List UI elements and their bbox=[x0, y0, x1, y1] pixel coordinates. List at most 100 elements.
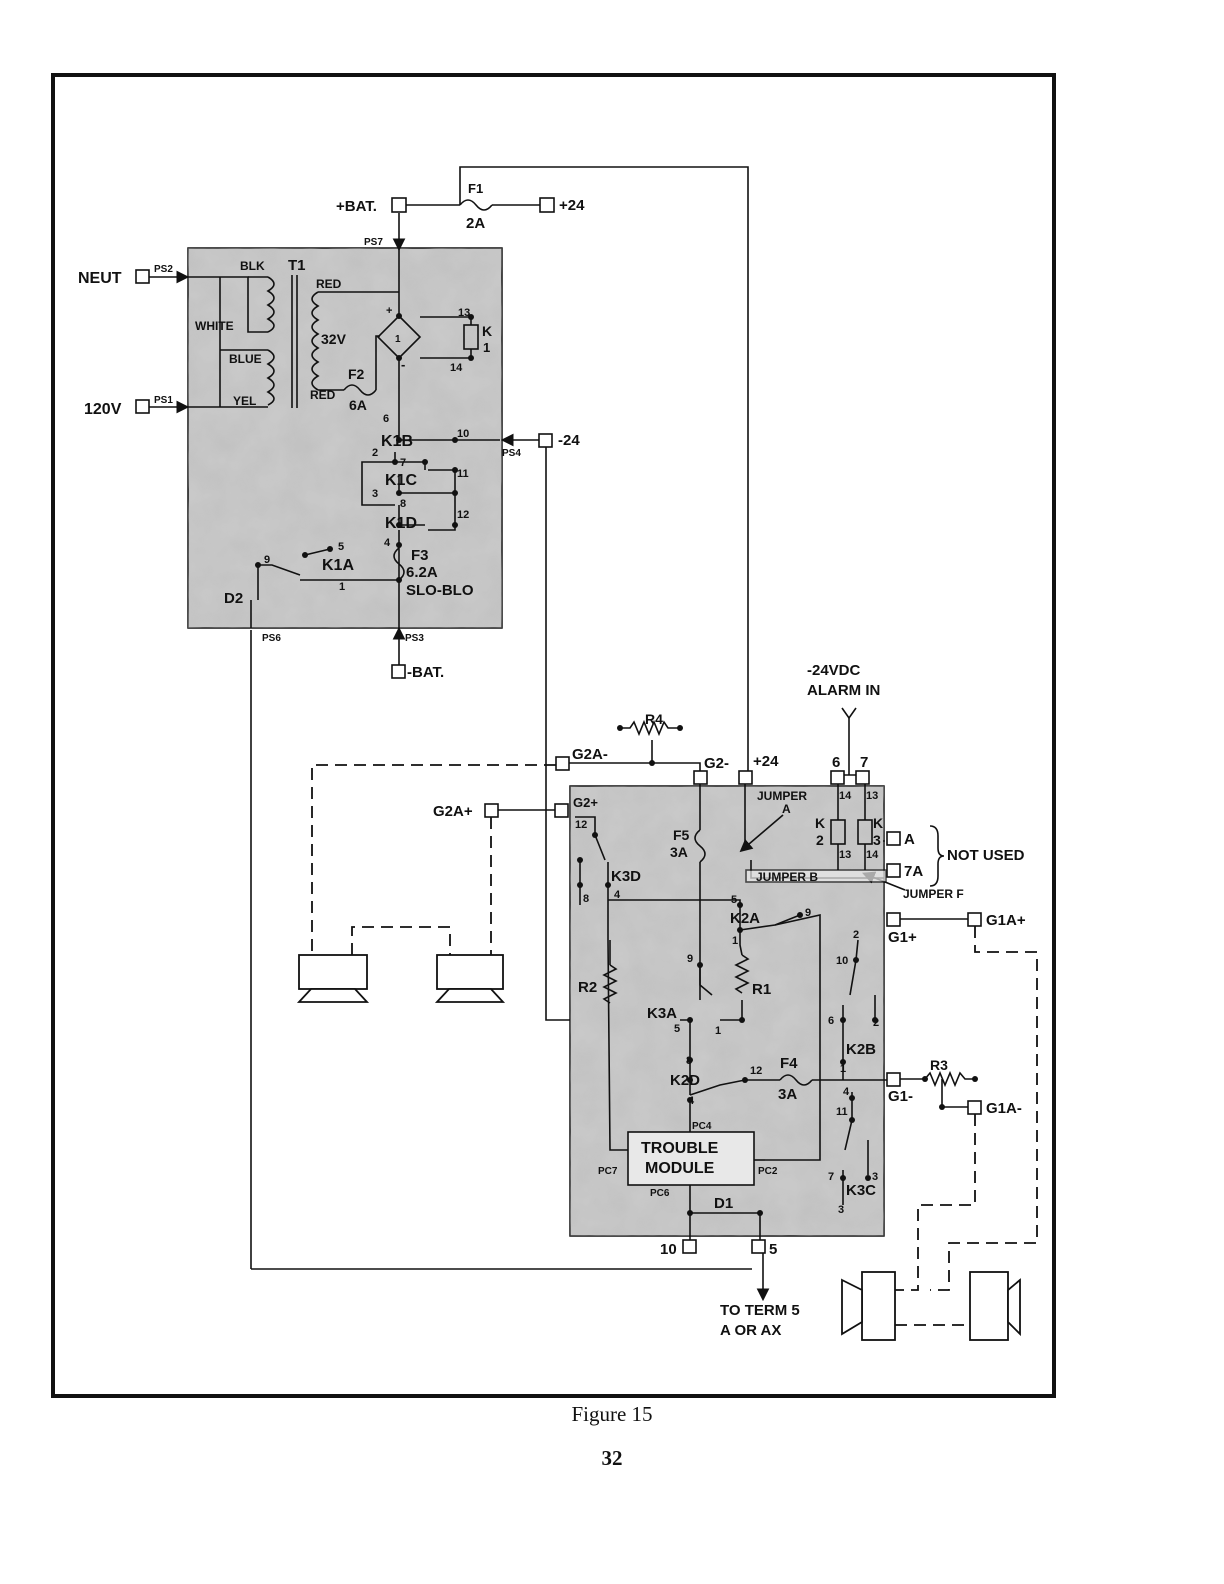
not-used-brace bbox=[929, 825, 945, 887]
ps6-label: PS6 bbox=[262, 633, 281, 644]
k1c-label: K1C bbox=[385, 472, 417, 489]
k3c-pin4: 4 bbox=[843, 1086, 850, 1098]
v120-terminal bbox=[135, 399, 150, 414]
ps2-label: PS2 bbox=[154, 264, 173, 275]
speaker-bottom-left bbox=[841, 1271, 896, 1341]
term10 bbox=[682, 1239, 697, 1254]
k2a-pin5: 5 bbox=[731, 894, 737, 906]
k-pin13: 13 bbox=[458, 307, 470, 319]
k2d-label: K2D bbox=[670, 1072, 700, 1089]
g1a-plus-terminal bbox=[967, 912, 982, 927]
yel-label: YEL bbox=[233, 394, 256, 408]
bat-neg-terminal bbox=[391, 664, 406, 679]
g2-minus-label: G2- bbox=[704, 755, 729, 772]
k2b-pin2: 2 bbox=[853, 929, 859, 941]
ac-input-wiring bbox=[149, 270, 190, 414]
bat-pos-terminal bbox=[391, 197, 407, 213]
k3a-label: K3A bbox=[647, 1005, 677, 1022]
bat-neg-label: -BAT. bbox=[407, 664, 444, 681]
k2-pin13: 13 bbox=[839, 849, 851, 861]
plus24-board-terminal bbox=[738, 770, 753, 785]
not-used-label: NOT USED bbox=[947, 847, 1025, 864]
k2b-pin1: 1 bbox=[840, 1063, 846, 1075]
pin12: 12 bbox=[457, 509, 469, 521]
k2-pin14: 14 bbox=[839, 790, 852, 802]
k2a-pin1: 1 bbox=[732, 935, 738, 947]
f4-rating: 3A bbox=[778, 1086, 797, 1103]
d2-label: D2 bbox=[224, 590, 243, 607]
term-7a bbox=[886, 863, 901, 878]
k1a-label: K1A bbox=[322, 557, 354, 574]
jumper-b-label: JUMPER B bbox=[756, 870, 818, 884]
term5 bbox=[751, 1239, 766, 1254]
k3c-pin11: 11 bbox=[836, 1106, 848, 1118]
to-term-line2: A OR AX bbox=[720, 1322, 781, 1339]
plus24-terminal bbox=[539, 197, 555, 213]
alarm-input bbox=[837, 707, 862, 776]
trouble-line2: MODULE bbox=[645, 1160, 715, 1177]
pin5: 5 bbox=[338, 541, 344, 553]
term5-label: 5 bbox=[769, 1241, 777, 1258]
jumpers-relays bbox=[739, 784, 906, 891]
k3d-pin12: 12 bbox=[575, 819, 587, 831]
k3-relay-num: 3 bbox=[873, 832, 881, 848]
alarm-in-line2: ALARM IN bbox=[807, 682, 880, 699]
relay-k-name: K bbox=[482, 323, 492, 339]
g2a-plus-label: G2A+ bbox=[433, 803, 473, 820]
speaker-right bbox=[434, 954, 506, 1003]
white-label: WHITE bbox=[195, 319, 234, 333]
k3-pin13: 13 bbox=[866, 790, 878, 802]
pin7: 7 bbox=[400, 457, 406, 469]
k3d-contacts bbox=[575, 816, 741, 1151]
ps7-label: PS7 bbox=[364, 237, 383, 248]
k2b-pin6: 6 bbox=[828, 1015, 834, 1027]
figure-frame bbox=[51, 73, 1056, 1398]
v120-label: 120V bbox=[84, 401, 122, 418]
g1-minus-terminal bbox=[886, 1072, 901, 1087]
page-number: 32 bbox=[601, 1446, 623, 1470]
g2a-minus-terminal bbox=[555, 756, 570, 771]
ps3-label: PS3 bbox=[405, 633, 424, 644]
r4-label: R4 bbox=[645, 711, 663, 727]
k3c-dots bbox=[840, 1095, 871, 1181]
pin10: 10 bbox=[457, 428, 469, 440]
f5-rating: 3A bbox=[670, 844, 688, 860]
term7 bbox=[855, 770, 870, 785]
neut-terminal bbox=[135, 269, 150, 284]
pc2-label: PC2 bbox=[758, 1166, 778, 1177]
figure-caption: Figure 15 bbox=[571, 1402, 653, 1426]
term10-label: 10 bbox=[660, 1241, 677, 1258]
k2d-f4 bbox=[689, 1074, 887, 1132]
f4-label: F4 bbox=[780, 1055, 798, 1072]
d1-label: D1 bbox=[714, 1195, 733, 1212]
k3d-pin4: 4 bbox=[614, 889, 621, 901]
k3-relay-name: K bbox=[873, 815, 883, 831]
f5-label: F5 bbox=[673, 827, 690, 843]
k2a-pin9: 9 bbox=[805, 907, 811, 919]
f2-rating: 6A bbox=[349, 397, 367, 413]
k2a-k3a-network bbox=[602, 905, 821, 1161]
to-term-line1: TO TERM 5 bbox=[720, 1302, 800, 1319]
jumper-a-line1: JUMPER bbox=[757, 789, 807, 803]
g1-minus-label: G1- bbox=[888, 1088, 913, 1105]
g2a-minus-label: G2A- bbox=[572, 746, 608, 763]
plus24-board-label: +24 bbox=[753, 753, 779, 770]
pin2: 2 bbox=[372, 447, 378, 459]
g1-plus-terminal bbox=[886, 912, 901, 927]
k3d-label: K3D bbox=[611, 868, 641, 885]
k2d-pin8: 8 bbox=[686, 1055, 692, 1067]
g2-plus-label: G2+ bbox=[573, 795, 598, 810]
bat-pos-label: +BAT. bbox=[336, 198, 377, 215]
blk-label: BLK bbox=[240, 259, 265, 273]
k2a-label: K2A bbox=[730, 910, 760, 927]
pin6: 6 bbox=[383, 413, 389, 425]
f3-type: SLO-BLO bbox=[406, 582, 474, 599]
jumper-a-line2: A bbox=[782, 802, 791, 816]
bridge-minus: - bbox=[401, 357, 405, 372]
speaker-wiring-dashed bbox=[311, 764, 1038, 1326]
bridge-plus: + bbox=[386, 305, 392, 317]
g1a-minus-terminal bbox=[967, 1100, 982, 1115]
secondary-voltage-label: 32V bbox=[321, 331, 347, 347]
k1-contact-dots bbox=[255, 437, 458, 583]
trouble-module-wiring bbox=[627, 1131, 770, 1302]
